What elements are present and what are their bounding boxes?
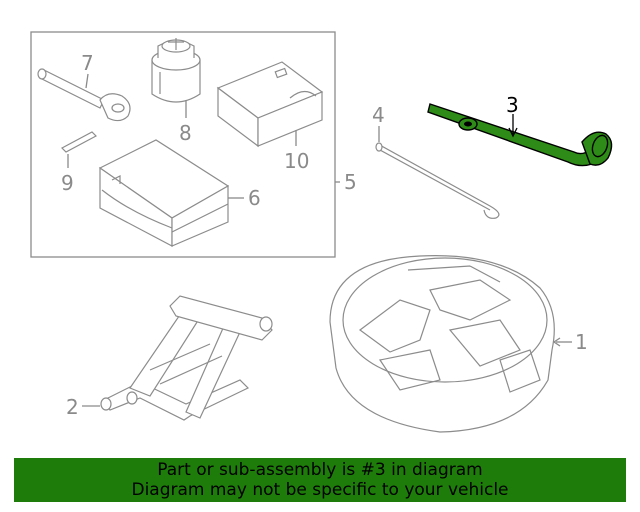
callout-10[interactable]: 10 bbox=[284, 149, 309, 173]
part-4-hook-rod[interactable] bbox=[375, 142, 500, 219]
callout-6[interactable]: 6 bbox=[248, 186, 261, 210]
part-6-tool-case[interactable] bbox=[98, 139, 230, 247]
part-8-compressor[interactable] bbox=[151, 38, 201, 103]
banner-line-1: Part or sub-assembly is #3 in diagram bbox=[157, 460, 483, 480]
callout-5[interactable]: 5 bbox=[344, 170, 357, 194]
subassembly-box bbox=[30, 31, 336, 258]
info-banner: Part or sub-assembly is #3 in diagram Di… bbox=[14, 458, 626, 502]
callout-3[interactable]: 3 bbox=[506, 93, 519, 117]
part-2-scissor-jack[interactable] bbox=[100, 295, 273, 421]
callout-1[interactable]: 1 bbox=[575, 330, 588, 354]
parts-diagram: 7 8 10 9 6 5 4 bbox=[30, 31, 613, 433]
callout-4[interactable]: 4 bbox=[372, 103, 385, 127]
part-9-pin[interactable] bbox=[61, 131, 97, 153]
part-1-tray[interactable] bbox=[329, 255, 555, 433]
callout-7[interactable]: 7 bbox=[81, 51, 94, 75]
part-3-lug-wrench[interactable] bbox=[427, 103, 613, 167]
banner-line-2: Diagram may not be specific to your vehi… bbox=[131, 480, 509, 500]
callout-8[interactable]: 8 bbox=[179, 121, 192, 145]
callout-2[interactable]: 2 bbox=[66, 395, 79, 419]
part-7-handle[interactable] bbox=[37, 68, 131, 122]
part-10-sealant-box[interactable] bbox=[216, 61, 324, 148]
callout-9[interactable]: 9 bbox=[61, 171, 74, 195]
